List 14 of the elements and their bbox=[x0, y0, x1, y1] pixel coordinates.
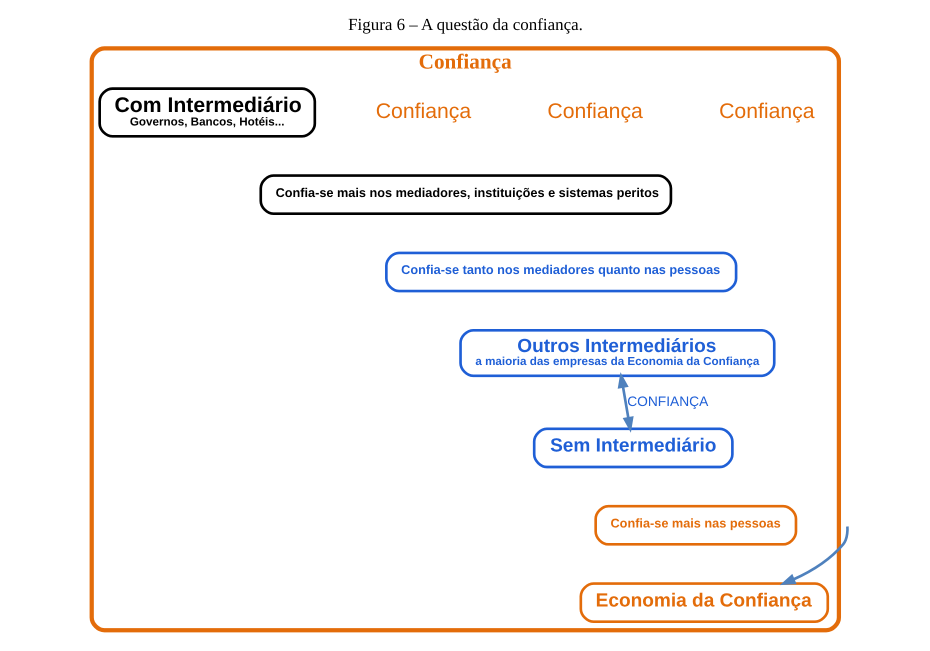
node-box: Outros Intermediários a maioria das empresas da Economia da Confiança bbox=[458, 328, 776, 378]
node-box: Confia-se mais nos mediadores, instituições e sistemas peritos bbox=[258, 174, 672, 216]
arrow bbox=[779, 526, 848, 586]
node-box: Com Intermediário Governos, Bancos, Hotéis... bbox=[98, 87, 316, 138]
arrow bbox=[617, 372, 634, 433]
node-box: Sem Intermediário bbox=[532, 428, 734, 468]
node-box: Confia-se mais nas pessoas bbox=[594, 504, 797, 546]
label: Confiança bbox=[546, 100, 642, 123]
label: Confiança bbox=[375, 100, 471, 123]
node-box: Economia da Confiança bbox=[579, 582, 829, 624]
node-box: Confia-se tanto nos mediadores quanto nas pessoas bbox=[384, 252, 737, 292]
label: Confiança bbox=[718, 100, 814, 123]
diagram-title: Figura 6 – A questão da confiança. bbox=[348, 15, 582, 34]
edge-label: CONFIANÇA bbox=[626, 394, 708, 409]
